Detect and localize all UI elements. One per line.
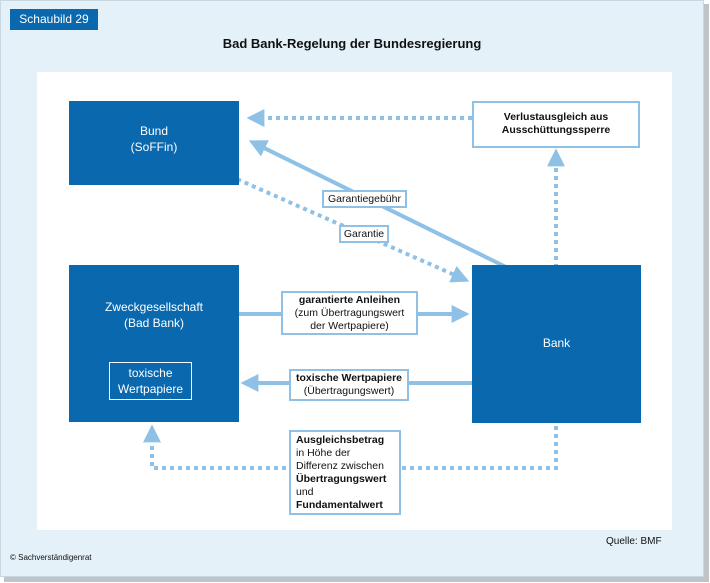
label-ausgleich-line2: in Höhe der (296, 447, 351, 459)
label-garantie-text: Garantie (343, 228, 385, 240)
source-note: Quelle: BMF (606, 536, 662, 547)
box-bund-line2: (SoFFin) (130, 140, 178, 154)
label-verlustausgleich: Verlustausgleich aus Ausschüttungssperre (472, 101, 640, 148)
box-toxisch-line2: Wertpapiere (117, 382, 184, 396)
box-zweck-line2: (Bad Bank) (123, 316, 185, 330)
box-bund-line1: Bund (139, 124, 169, 138)
label-garantie: Garantie (339, 225, 389, 243)
label-anleihen-line2: (zum Übertragungswert (294, 307, 405, 319)
label-anleihen-line3: der Wertpapiere) (310, 320, 389, 332)
box-bank-label: Bank (542, 336, 571, 350)
box-toxische-wertpapiere: toxische Wertpapiere (109, 362, 192, 400)
label-ausgleich-line3: Differenz zwischen (296, 460, 384, 472)
box-toxisch-line1: toxische (128, 366, 173, 380)
box-bund: Bund (SoFFin) (69, 101, 239, 185)
label-ausgleich-line1: Ausgleichsbetrag (296, 434, 385, 446)
label-toxische-wertpapiere: toxische Wertpapiere (Übertragungswert) (289, 369, 409, 401)
copyright-note: © Sachverständigenrat (10, 553, 92, 562)
frame-shadow-right (704, 4, 709, 581)
label-anleihen-line1: garantierte Anleihen (298, 294, 401, 306)
frame-shadow-bottom (4, 577, 709, 582)
label-ausgleich-line6: Fundamentalwert (296, 499, 383, 511)
label-ausgleichsbetrag: Ausgleichsbetrag in Höhe der Differenz z… (289, 430, 401, 515)
label-ausgleich-line5: und (296, 486, 314, 498)
label-verlust-line1: Verlustausgleich aus (503, 111, 609, 123)
label-verlust-line2: Ausschüttungssperre (501, 124, 611, 136)
label-ausgleich-line4: Übertragungswert (296, 473, 387, 485)
figure-number-badge: Schaubild 29 (10, 9, 98, 30)
label-toxwp-line1: toxische Wertpapiere (295, 372, 402, 384)
label-toxwp-line2: (Übertragungswert) (303, 385, 395, 397)
label-garantiegebuehr: Garantiegebühr (322, 190, 407, 208)
diagram-title: Bad Bank-Regelung der Bundesregierung (222, 36, 482, 51)
label-garantierte-anleihen: garantierte Anleihen (zum Übertragungswe… (281, 291, 418, 335)
box-bank: Bank (472, 265, 641, 423)
label-gebuehr-text: Garantiegebühr (328, 193, 401, 205)
box-zweck-line1: Zweckgesellschaft (104, 300, 204, 314)
